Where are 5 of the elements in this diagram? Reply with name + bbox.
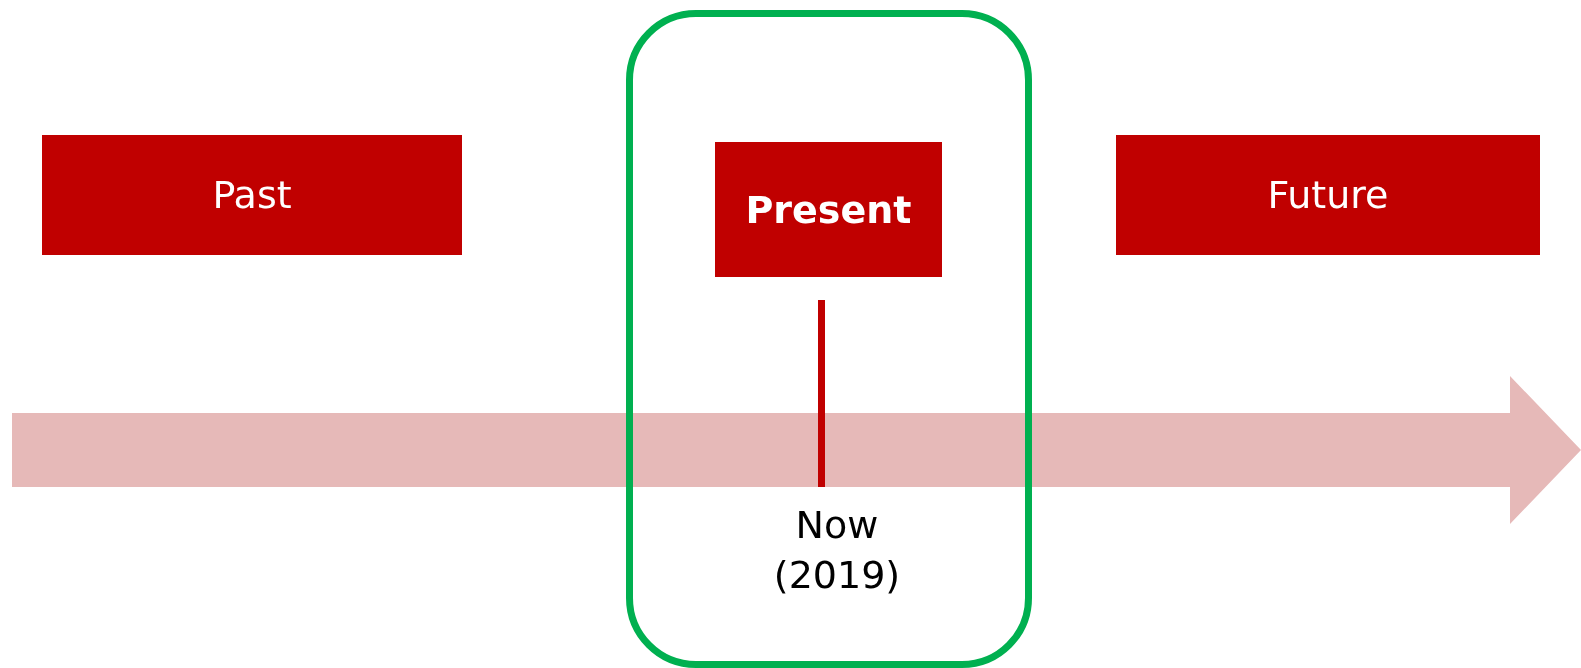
date-label: Now (2019) xyxy=(772,502,902,599)
period-box: Future xyxy=(1116,135,1540,255)
highlight-frame xyxy=(626,10,1032,668)
period-box: Past xyxy=(42,135,462,255)
period-box: Present xyxy=(715,142,942,277)
